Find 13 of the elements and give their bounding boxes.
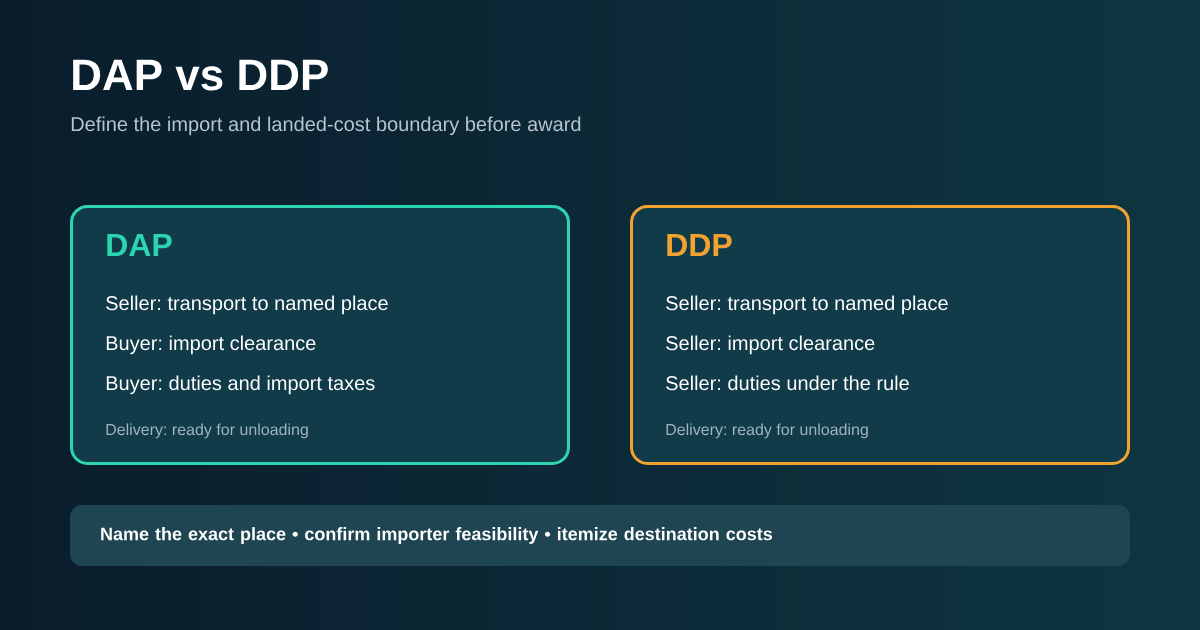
note-text: Delivery: ready for unloading [666,423,868,439]
list-item: Seller: transport to named place [666,295,948,315]
list-item: Seller: duties under the rule [666,375,909,391]
card-heading: DDP [667,234,732,256]
note-bar: Name the exact place • confirm importer feasibility • itemize destination costs [70,505,1130,566]
list-item: Buyer: duties and import taxes [106,375,375,395]
subtitle: Define the import and landed-cost boundary before award [71,116,581,136]
title: DAP vs DDP [73,59,328,91]
note-text: Delivery: ready for unloading [106,423,308,439]
list-item: Seller: import clearance [666,335,875,355]
list-item: Buyer: import clearance [106,335,316,355]
card-heading: DAP [107,234,172,256]
list-item: Seller: transport to named place [106,295,388,315]
